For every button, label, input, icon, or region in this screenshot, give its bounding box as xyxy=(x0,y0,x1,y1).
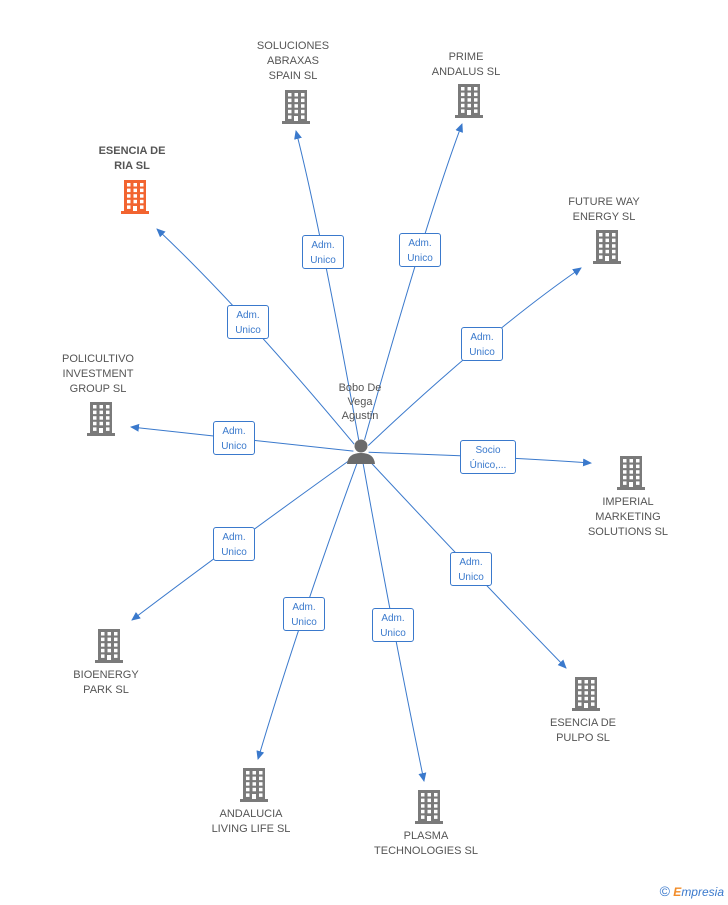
company-label-line: IMPERIAL xyxy=(602,496,654,508)
company-label-line: FUTURE WAY xyxy=(568,196,640,208)
company-label-line: SPAIN SL xyxy=(268,70,318,82)
relation-label-esencia-de-ria[interactable]: Adm. Unico xyxy=(227,305,269,339)
company-label-line: ESENCIA DE xyxy=(98,145,166,157)
building-icon-policultivo[interactable] xyxy=(87,402,115,436)
company-label-line: ESENCIA DE xyxy=(549,717,617,729)
building-icon-soluciones-abraxas[interactable] xyxy=(282,90,310,124)
building-icon-esencia-de-ria[interactable] xyxy=(121,180,149,214)
company-label-plasma-technologies[interactable]: PLASMA TECHNOLOGIES SL xyxy=(374,829,478,859)
copyright-symbol: © xyxy=(659,883,670,899)
company-label-line: PLASMA xyxy=(403,830,449,842)
company-label-line: ANDALUS SL xyxy=(431,66,501,78)
company-label-line: PRIME xyxy=(448,51,484,63)
relation-label-esencia-de-pulpo[interactable]: Adm. Unico xyxy=(450,552,492,586)
company-label-line: ENERGY SL xyxy=(572,211,636,223)
company-label-line: MARKETING xyxy=(595,511,661,523)
company-label-imperial-marketing[interactable]: IMPERIAL MARKETING SOLUTIONS SL xyxy=(588,495,668,540)
brand-name: mpresia xyxy=(681,885,724,899)
relation-label-bioenergy-park[interactable]: Adm. Unico xyxy=(213,527,255,561)
company-label-line: RIA SL xyxy=(114,160,150,172)
company-label-line: SOLUCIONES xyxy=(256,40,330,52)
empresia-footer[interactable]: © Empresia xyxy=(660,883,724,899)
company-label-line: LIVING LIFE SL xyxy=(211,823,291,835)
building-icon-future-way-energy[interactable] xyxy=(593,230,621,264)
company-label-line: PARK SL xyxy=(83,684,129,696)
company-label-line: TECHNOLOGIES SL xyxy=(374,845,478,857)
company-label-esencia-de-pulpo[interactable]: ESENCIA DE PULPO SL xyxy=(550,716,616,746)
company-label-line: PULPO SL xyxy=(556,732,610,744)
company-label-bioenergy-park[interactable]: BIOENERGY PARK SL xyxy=(73,668,138,698)
company-label-line: SOLUTIONS SL xyxy=(587,526,669,538)
brand-initial: E xyxy=(673,885,682,899)
company-label-line: POLICULTIVO xyxy=(62,353,134,365)
building-icon-plasma-technologies[interactable] xyxy=(415,790,443,824)
relation-label-prime-andalus[interactable]: Adm. Unico xyxy=(399,233,441,267)
company-label-policultivo[interactable]: POLICULTIVO INVESTMENT GROUP SL xyxy=(62,352,134,397)
relation-label-andalucia-living-life[interactable]: Adm. Unico xyxy=(283,597,325,631)
relation-label-soluciones-abraxas[interactable]: Adm. Unico xyxy=(302,235,344,269)
company-label-line: ABRAXAS xyxy=(267,55,319,67)
company-label-future-way-energy[interactable]: FUTURE WAY ENERGY SL xyxy=(568,195,640,225)
relation-label-plasma-technologies[interactable]: Adm. Unico xyxy=(372,608,414,642)
company-label-andalucia-living-life[interactable]: ANDALUCIA LIVING LIFE SL xyxy=(212,807,291,837)
building-icon-esencia-de-pulpo[interactable] xyxy=(572,677,600,711)
relation-label-future-way-energy[interactable]: Adm. Unico xyxy=(461,327,503,361)
building-icon-andalucia-living-life[interactable] xyxy=(240,768,268,802)
company-label-line: ANDALUCIA xyxy=(219,808,283,820)
company-label-prime-andalus[interactable]: PRIME ANDALUS SL xyxy=(432,50,500,80)
relation-label-imperial-marketing[interactable]: Socio Único,... xyxy=(460,440,516,474)
company-label-soluciones-abraxas[interactable]: SOLUCIONES ABRAXAS SPAIN SL xyxy=(257,39,329,84)
building-icon-prime-andalus[interactable] xyxy=(455,84,483,118)
person-icon[interactable] xyxy=(347,439,375,465)
company-label-line: GROUP SL xyxy=(69,383,127,395)
building-icon-bioenergy-park[interactable] xyxy=(95,629,123,663)
relation-label-policultivo[interactable]: Adm. Unico xyxy=(213,421,255,455)
building-icon-imperial-marketing[interactable] xyxy=(617,456,645,490)
company-label-line: INVESTMENT xyxy=(62,368,134,380)
company-label-line: BIOENERGY xyxy=(73,669,139,681)
center-person-label: Bobo De Vega Agustin xyxy=(338,382,382,422)
company-label-esencia-de-ria[interactable]: ESENCIA DE RIA SL xyxy=(99,144,166,174)
